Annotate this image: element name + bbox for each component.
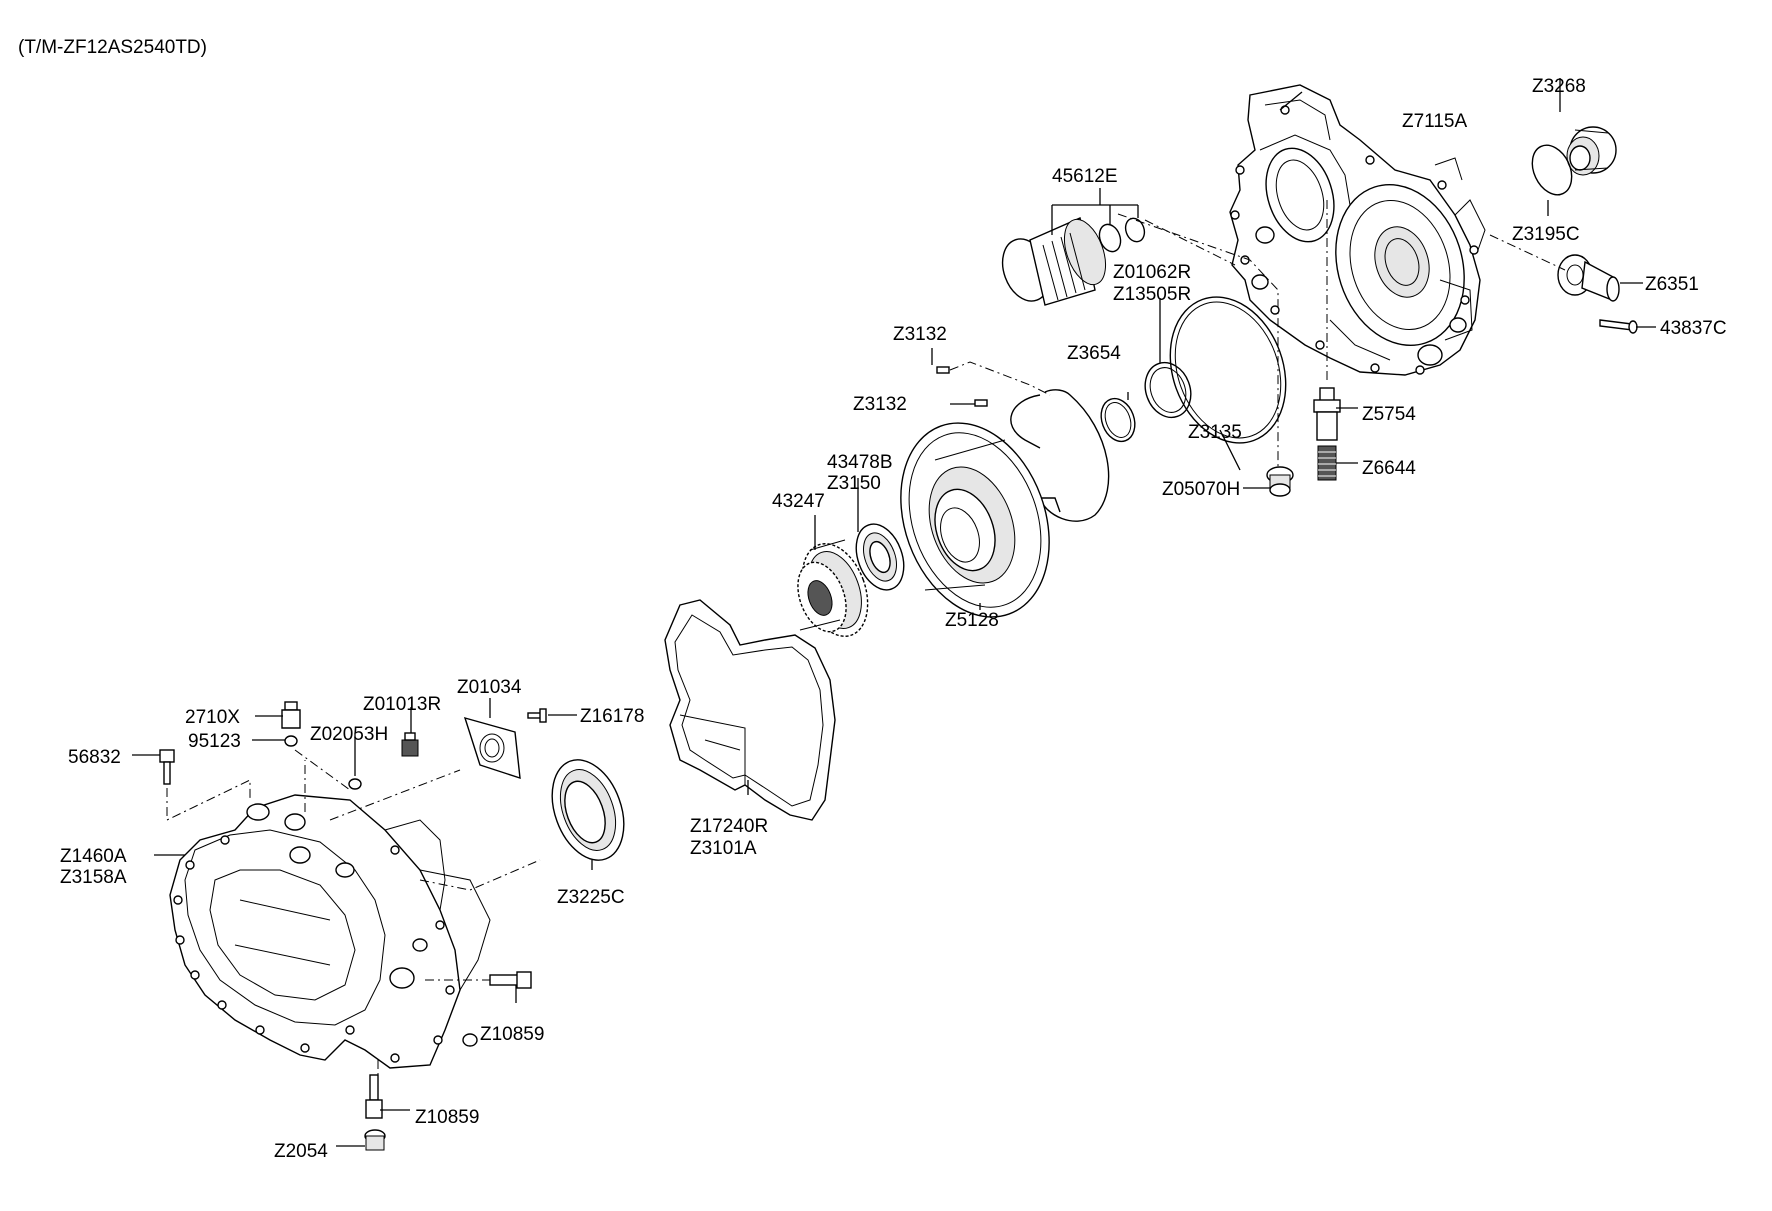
drain-plug-front[interactable]: [364, 1129, 386, 1151]
label-45612e[interactable]: 45612E: [1052, 166, 1118, 187]
label-z6351[interactable]: Z6351: [1645, 274, 1699, 295]
o-ring-cap[interactable]: [1525, 139, 1580, 201]
label-z10859-side[interactable]: Z10859: [480, 1024, 544, 1045]
label-z3654[interactable]: Z3654: [1067, 343, 1121, 364]
clutch-housing[interactable]: [169, 794, 491, 1069]
speed-sensor[interactable]: [1557, 254, 1620, 302]
seal-washer[interactable]: [348, 778, 362, 790]
label-z01034[interactable]: Z01034: [457, 677, 522, 698]
label-z16178[interactable]: Z16178: [580, 706, 644, 727]
drive-gear[interactable]: [789, 535, 880, 646]
label-43837c[interactable]: 43837C: [1660, 318, 1727, 339]
label-z3101a[interactable]: Z3101A: [690, 838, 757, 859]
breather-tube-side[interactable]: [489, 971, 532, 989]
filter-o-ring-2[interactable]: [1122, 216, 1147, 245]
label-z5128[interactable]: Z5128: [945, 610, 999, 631]
label-z3225c[interactable]: Z3225C: [557, 887, 625, 908]
detent-plug[interactable]: [1313, 387, 1341, 441]
label-z3158a[interactable]: Z3158A: [60, 867, 127, 888]
label-z13505r[interactable]: Z13505R: [1113, 284, 1191, 305]
label-z3132-upper[interactable]: Z3132: [893, 324, 947, 345]
snap-ring-z3654[interactable]: [1095, 394, 1140, 446]
sensor-bolt[interactable]: [1599, 319, 1638, 334]
filter-o-ring-1[interactable]: [1096, 221, 1124, 254]
label-2710x[interactable]: 2710X: [185, 707, 240, 728]
gasket-ring-large[interactable]: [1151, 281, 1306, 460]
cover-bolt[interactable]: [527, 708, 547, 723]
label-z01062r[interactable]: Z01062R: [1113, 262, 1191, 283]
label-z02053h[interactable]: Z02053H: [310, 724, 388, 745]
label-56832[interactable]: 56832: [68, 747, 121, 768]
label-43478b[interactable]: 43478B: [827, 452, 893, 473]
label-z3195c[interactable]: Z3195C: [1512, 224, 1580, 245]
label-z3135[interactable]: Z3135: [1188, 422, 1242, 443]
label-z7115a[interactable]: Z7115A: [1402, 111, 1467, 132]
breather-washer[interactable]: [284, 735, 298, 747]
pin-lower[interactable]: [974, 399, 988, 407]
detent-spring[interactable]: [1317, 445, 1337, 481]
label-z3132-lower[interactable]: Z3132: [853, 394, 907, 415]
label-z3150[interactable]: Z3150: [827, 473, 881, 494]
label-95123[interactable]: 95123: [188, 731, 241, 752]
label-z1460a[interactable]: Z1460A: [60, 846, 127, 867]
rear-housing[interactable]: [1229, 84, 1486, 376]
cover-plate[interactable]: [463, 716, 521, 780]
label-z2054[interactable]: Z2054: [274, 1141, 328, 1162]
vent-bolt[interactable]: [159, 749, 175, 785]
drain-plug-rear[interactable]: [1266, 466, 1294, 497]
label-z6644[interactable]: Z6644: [1362, 458, 1416, 479]
plug-z01013r[interactable]: [401, 732, 419, 757]
oil-filter[interactable]: [994, 214, 1113, 308]
gear-bearing[interactable]: [848, 518, 913, 597]
label-z01013r[interactable]: Z01013R: [363, 694, 441, 715]
input-bearing[interactable]: [539, 750, 637, 870]
label-z17240r[interactable]: Z17240R: [690, 816, 768, 837]
breather-tube-bottom[interactable]: [365, 1074, 383, 1119]
part-labels: 45612E Z7115A Z3268 Z3195C Z6351 43837C …: [60, 76, 1727, 1162]
label-z05070h[interactable]: Z05070H: [1162, 479, 1240, 500]
pump-housing[interactable]: [875, 402, 1075, 638]
plug-cap[interactable]: [1566, 126, 1617, 176]
housing-gasket[interactable]: [664, 599, 836, 821]
label-z5754[interactable]: Z5754: [1362, 404, 1416, 425]
model-title: (T/M-ZF12AS2540TD): [18, 37, 207, 58]
label-43247[interactable]: 43247: [772, 491, 825, 512]
breather-valve[interactable]: [281, 701, 301, 729]
label-z10859-bottom[interactable]: Z10859: [415, 1107, 479, 1128]
label-z3268[interactable]: Z3268: [1532, 76, 1586, 97]
seal-ring-small[interactable]: [1138, 356, 1198, 424]
pin-upper[interactable]: [936, 366, 950, 374]
